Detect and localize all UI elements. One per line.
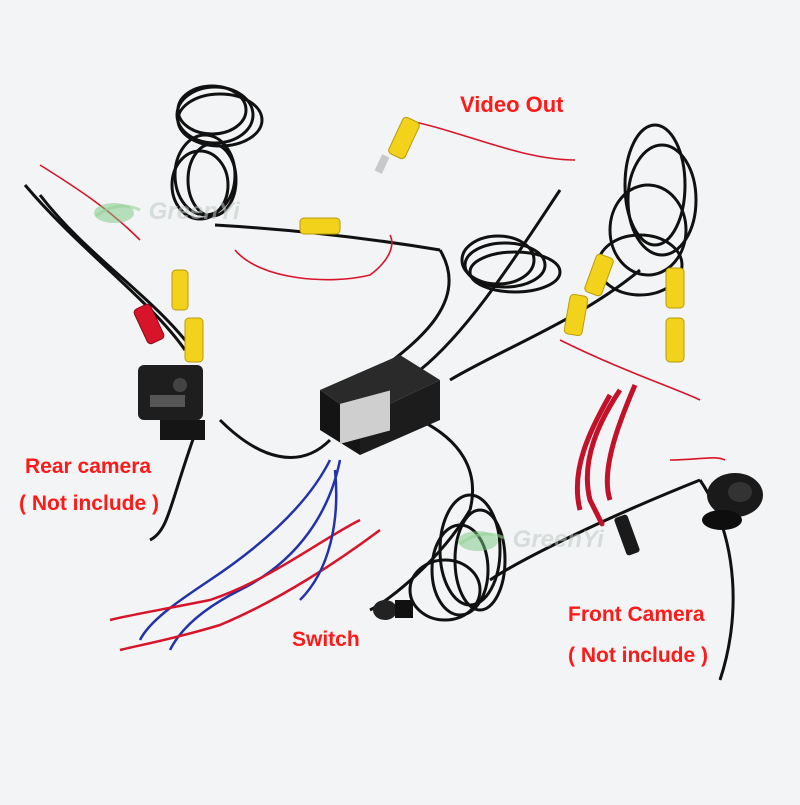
- front-camera: [702, 473, 763, 530]
- label-rear-not-include: ( Not include ): [19, 492, 159, 515]
- thin-red-wires: [39, 119, 726, 461]
- watermark-logo-top: GreenYi: [92, 198, 240, 226]
- rca-connectors: [133, 116, 685, 363]
- coiled-cable-switch: [408, 493, 507, 622]
- label-front-not-include: ( Not include ): [568, 644, 708, 667]
- switch-wires: [109, 459, 381, 652]
- watermark-logo-bottom: GreenYi: [456, 526, 604, 554]
- rear-camera: [138, 365, 205, 440]
- front-connector: [614, 514, 640, 556]
- label-video-out: Video Out: [460, 92, 564, 117]
- label-front-camera: Front Camera: [568, 603, 705, 626]
- push-switch: [373, 600, 413, 620]
- label-rear-camera: Rear camera: [25, 455, 152, 478]
- label-switch: Switch: [292, 628, 360, 651]
- coiled-cable-top-left: [170, 84, 264, 221]
- red-power-cable: [574, 384, 638, 527]
- watermark-text-bottom: GreenYi: [512, 526, 604, 553]
- switch-module-box: [320, 355, 440, 455]
- watermark-text-top: GreenYi: [148, 198, 240, 225]
- coiled-cable-top-right: [596, 123, 698, 297]
